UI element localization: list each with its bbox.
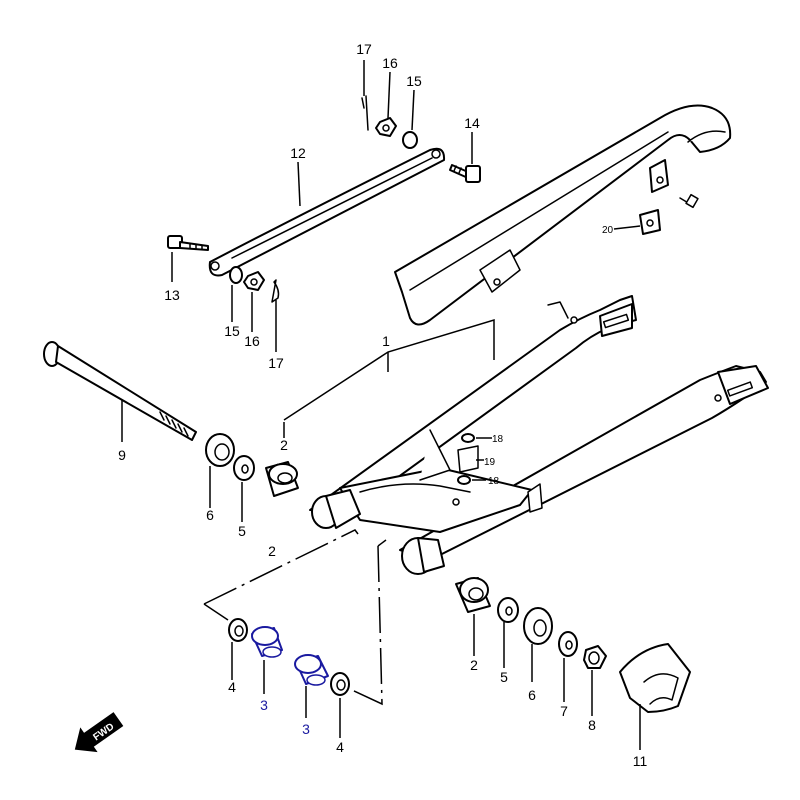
callout-2-lower: 2	[470, 657, 478, 673]
callout-17-upper: 17	[356, 41, 372, 57]
bushing-2-left[interactable]	[265, 461, 299, 497]
callout-14: 14	[464, 115, 480, 131]
callout-9: 9	[118, 447, 126, 463]
callout-12: 12	[290, 145, 306, 161]
washer-5-right[interactable]	[497, 597, 519, 623]
callout-4-right: 4	[336, 739, 344, 755]
callout-17-lower: 17	[268, 355, 284, 371]
swingarm-1[interactable]	[309, 295, 769, 575]
nut-18-lower[interactable]	[457, 475, 471, 485]
cotter-pin-17-lower[interactable]	[271, 279, 280, 303]
dust-seal-6-right[interactable]	[523, 607, 553, 645]
callout-4-left: 4	[228, 679, 236, 695]
washer-15-lower[interactable]	[229, 266, 243, 284]
torque-link[interactable]	[208, 147, 446, 277]
callout-2-upper: 2	[280, 437, 288, 453]
leader-lines	[121, 60, 641, 750]
dust-seal-6-left[interactable]	[205, 433, 235, 467]
washer-4-left[interactable]	[228, 618, 248, 642]
callout-18-upper: 18	[492, 434, 504, 445]
nut-18-upper[interactable]	[461, 433, 475, 443]
needle-bearing-3-left[interactable]	[251, 626, 283, 658]
bushing-2-right[interactable]	[455, 577, 491, 613]
fwd-arrow-badge: FWD	[74, 712, 124, 753]
bracket-19[interactable]	[457, 445, 479, 473]
callout-13: 13	[164, 287, 180, 303]
callout-15-lower: 15	[224, 323, 240, 339]
washer-7[interactable]	[558, 631, 578, 657]
callout-7: 7	[560, 703, 568, 719]
callout-6-left: 6	[206, 507, 214, 523]
chain-buffer-11[interactable]	[619, 643, 691, 713]
bolt-13[interactable]	[167, 235, 209, 251]
callout-6-right: 6	[528, 687, 536, 703]
washer-4-right[interactable]	[330, 672, 350, 696]
chain-guard[interactable]	[394, 104, 732, 326]
nut-8[interactable]	[583, 645, 607, 669]
callout-5-left: 5	[238, 523, 246, 539]
callout-20: 20	[602, 225, 614, 236]
bolt-14[interactable]	[449, 164, 481, 183]
nut-16-lower[interactable]	[243, 271, 265, 291]
callout-3-left: 3	[260, 697, 268, 713]
callout-1: 1	[382, 333, 390, 349]
callout-8: 8	[588, 717, 596, 733]
callout-labels: 17 16 15 14 12 13 15 16 17 1 9 2 6 5 2 2…	[118, 41, 647, 769]
callout-11: 11	[633, 753, 648, 769]
pivot-axle-9[interactable]	[43, 341, 197, 441]
callout-16-upper: 16	[382, 55, 398, 71]
callout-3-right: 3	[302, 721, 310, 737]
washer-5-left[interactable]	[233, 455, 255, 481]
callout-15-upper: 15	[406, 73, 422, 89]
needle-bearing-3-right[interactable]	[294, 654, 329, 686]
nut-16-upper[interactable]	[375, 117, 397, 137]
callout-5-right: 5	[500, 669, 508, 685]
callout-16-lower: 16	[244, 333, 260, 349]
callout-19: 19	[484, 457, 496, 468]
callout-2-mid: 2	[268, 543, 276, 559]
washer-15-upper[interactable]	[402, 131, 418, 149]
cotter-pin-17-upper[interactable]	[361, 95, 369, 131]
callout-18-lower: 18	[488, 476, 500, 487]
